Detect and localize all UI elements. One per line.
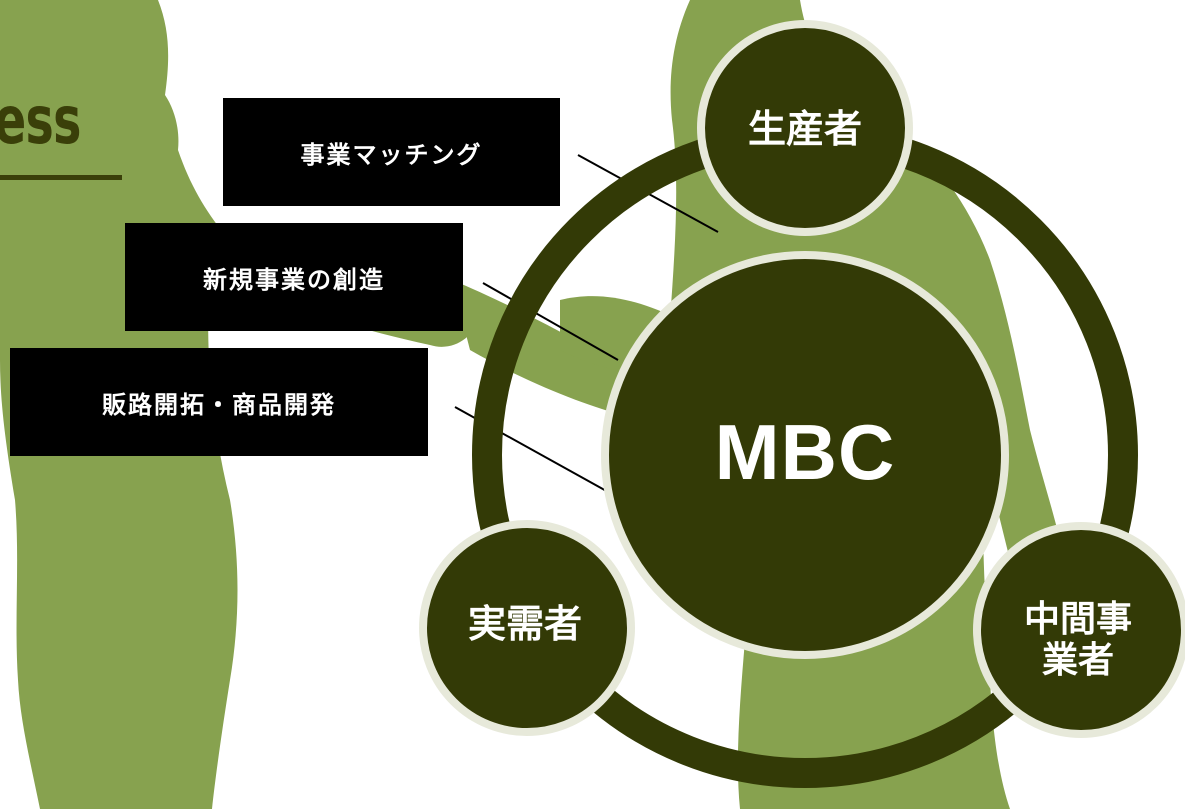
heading-underline [0,175,122,180]
node-circle-top [697,20,913,236]
left-silhouette [0,0,640,809]
label-business-matching: 事業マッチング [223,98,560,206]
label-sales-channel-development: 販路開拓・商品開発 [10,348,428,456]
node-label-end-user: 実需者 [467,602,582,647]
node-circle-right [973,522,1185,738]
connector-line-new-business [482,282,619,361]
center-label-mbc: MBC [714,408,896,497]
center-circle [601,251,1009,659]
node-label-producer: 生産者 [747,107,862,152]
node-circle-left [419,520,635,736]
node-label-intermediary: 中間事 業者 [1023,598,1132,681]
heading-fragment: ess [0,82,81,159]
label-new-business-creation: 新規事業の創造 [125,223,463,331]
